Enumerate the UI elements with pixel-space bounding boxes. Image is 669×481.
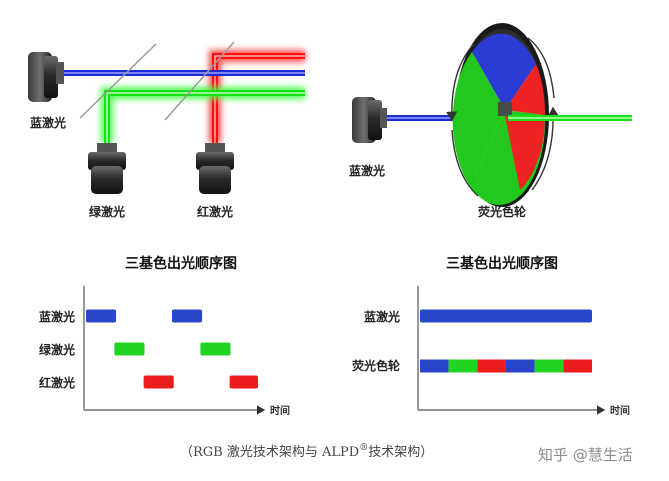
timing-pulse [114,342,145,356]
right-x-axis-label: 时间 [610,404,630,417]
phosphor-wheel-label: 荧光色轮 [478,204,527,219]
caption-text-end: 技术架构） [368,445,433,460]
wheel-segment [563,359,592,373]
left-row-label-blue: 蓝激光 [39,309,75,324]
blue-laser-label: 蓝激光 [30,115,66,130]
green-laser-label: 绿激光 [89,204,125,219]
left-timing-chart: 三基色出光顺序图 时间 蓝激光 绿激光 红激光 [39,255,290,417]
right-timing-title: 三基色出光顺序图 [446,255,558,272]
right-timing-chart: 三基色出光顺序图 时间 蓝激光 荧光色轮 [352,255,630,417]
caption-superscript: ® [359,443,368,453]
right-row-label-wheel: 荧光色轮 [352,358,401,373]
red-laser-label: 红激光 [197,204,233,219]
wheel-segment [420,359,449,373]
timing-pulse [200,342,231,356]
red-beam [209,50,305,143]
blue-laser-module-right [352,97,387,143]
timing-pulse [229,375,258,389]
timing-pulse [86,309,117,323]
green-laser-module [88,143,126,194]
rgb-laser-architecture: 蓝激光 绿激光 红激光 [28,41,305,219]
alpd-architecture: 蓝激光 荧光色轮 [349,23,632,219]
right-pulse-group [420,309,592,373]
blue-laser-label-right: 蓝激光 [349,163,385,178]
wheel-segment [506,359,535,373]
dichroic-mirror-2 [164,41,235,121]
wheel-segment [534,359,564,373]
right-row-label-blue: 蓝激光 [364,309,400,324]
timing-pulse [143,375,174,389]
left-pulse-group [86,309,258,389]
phosphor-wheel [446,23,559,207]
left-x-axis-label: 时间 [270,404,290,417]
caption-text: （RGB 激光技术架构与 ALPD [180,445,359,460]
timing-pulse [172,309,203,323]
red-laser-module [196,143,234,194]
left-timing-title: 三基色出光顺序图 [125,255,237,272]
caption: （RGB 激光技术架构与 ALPD®技术架构） [180,443,433,460]
watermark: 知乎 @慧生活 [538,446,633,464]
continuous-blue-bar [420,309,592,323]
left-row-label-red: 红激光 [39,375,75,390]
blue-laser-module [28,52,64,102]
wheel-segment [477,359,506,373]
dichroic-mirror-1 [79,43,157,119]
wheel-segment [448,359,478,373]
green-beam [101,87,305,143]
left-row-label-green: 绿激光 [39,342,75,357]
